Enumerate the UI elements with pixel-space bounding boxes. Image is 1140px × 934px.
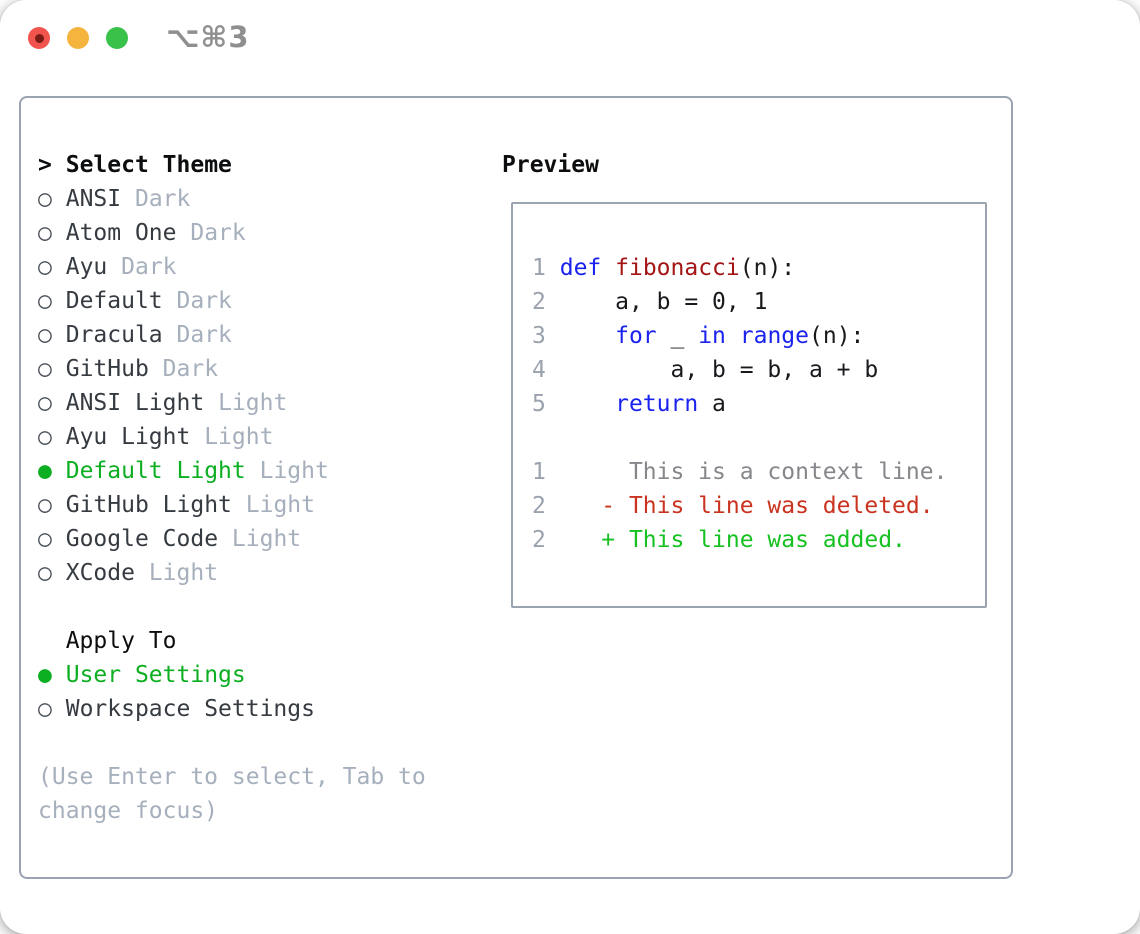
radio-unselected-icon: ○: [38, 526, 52, 552]
code-line: 3 for _ in range(n):: [532, 323, 865, 349]
diff-text: - This line was deleted.: [545, 493, 934, 519]
theme-variant: Dark: [176, 322, 232, 348]
theme-name: ANSI Light: [65, 390, 205, 416]
theme-variant: Light: [148, 560, 219, 586]
theme-name: Google Code: [65, 526, 219, 552]
apply-option-label: User Settings: [65, 662, 246, 688]
theme-name: XCode: [65, 560, 135, 586]
close-button[interactable]: [28, 27, 50, 49]
diff-line-del: 2 - This line was deleted.: [532, 489, 947, 523]
radio-unselected-icon: ○: [38, 288, 52, 314]
apply-option-label: Workspace Settings: [65, 696, 315, 722]
theme-option-dracula[interactable]: ○ Dracula Dark: [38, 318, 426, 352]
hint-line: (Use Enter to select, Tab to: [38, 764, 426, 790]
radio-unselected-icon: ○: [38, 186, 52, 212]
line-number: 1: [532, 255, 546, 281]
theme-name: Default: [65, 288, 163, 314]
theme-variant: Light: [245, 492, 315, 518]
apply-option-user-settings[interactable]: ● User Settings: [38, 658, 426, 692]
theme-name: GitHub: [65, 356, 149, 382]
theme-option-xcode[interactable]: ○ XCode Light: [38, 556, 426, 590]
radio-unselected-icon: ○: [38, 492, 52, 518]
theme-option-google-code[interactable]: ○ Google Code Light: [38, 522, 426, 556]
code-line: 2 a, b = 0, 1: [532, 289, 768, 315]
theme-name: GitHub Light: [65, 492, 232, 518]
theme-picker-panel: > Select Theme ○ ANSI Dark○ Atom One Dar…: [19, 96, 1013, 879]
radio-unselected-icon: ○: [38, 696, 52, 722]
code-line: 4 a, b = b, a + b: [532, 357, 879, 383]
apply-to-header-label: Apply To: [65, 628, 177, 654]
preview-title: Preview: [502, 152, 599, 178]
preview-box: 1 def fibonacci(n): 2 a, b = 0, 1 3 for _ …: [511, 202, 987, 608]
diff-line-add: 2 + This line was added.: [532, 523, 947, 557]
theme-variant: Dark: [162, 356, 219, 382]
line-number: 4: [532, 357, 546, 383]
select-theme-header-label: Select Theme: [65, 152, 232, 178]
theme-name: Default Light: [65, 458, 246, 484]
line-number: 1: [532, 459, 546, 485]
radio-unselected-icon: ○: [38, 424, 52, 450]
code-preview: 1 def fibonacci(n): 2 a, b = 0, 1 3 for _ …: [532, 251, 947, 557]
theme-variant: Light: [259, 458, 329, 484]
radio-unselected-icon: ○: [38, 322, 52, 348]
line-number: 2: [532, 493, 546, 519]
radio-unselected-icon: ○: [38, 254, 52, 280]
code-line: 1 def fibonacci(n):: [532, 255, 796, 281]
theme-variant: Dark: [176, 288, 232, 314]
line-number: 2: [532, 289, 546, 315]
theme-name: Ayu: [65, 254, 108, 280]
theme-name: ANSI: [65, 186, 122, 212]
radio-selected-icon: ●: [38, 662, 52, 688]
theme-variant: Light: [218, 390, 288, 416]
radio-unselected-icon: ○: [38, 390, 52, 416]
diff-text: + This line was added.: [545, 527, 906, 553]
focus-caret-icon: >: [38, 152, 52, 178]
apply-option-workspace-settings[interactable]: ○ Workspace Settings: [38, 692, 426, 726]
theme-variant: Dark: [121, 254, 177, 280]
theme-selector: > Select Theme ○ ANSI Dark○ Atom One Dar…: [38, 148, 426, 828]
apply-to-header: Apply To: [38, 624, 426, 658]
theme-option-atom-one[interactable]: ○ Atom One Dark: [38, 216, 426, 250]
theme-name: Ayu Light: [65, 424, 191, 450]
theme-name: Dracula: [65, 322, 163, 348]
theme-option-ayu[interactable]: ○ Ayu Dark: [38, 250, 426, 284]
radio-selected-icon: ●: [38, 458, 52, 484]
theme-option-default[interactable]: ○ Default Dark: [38, 284, 426, 318]
theme-variant: Light: [231, 526, 302, 552]
theme-variant: Dark: [190, 220, 246, 246]
hint-text: (Use Enter to select, Tab to change focus…: [38, 760, 426, 828]
theme-option-ansi[interactable]: ○ ANSI Dark: [38, 182, 426, 216]
close-button-dot: [34, 33, 44, 43]
theme-option-default-light[interactable]: ● Default Light Light: [38, 454, 426, 488]
minimize-button[interactable]: [67, 27, 89, 49]
spacer: [38, 590, 426, 624]
theme-option-github-light[interactable]: ○ GitHub Light Light: [38, 488, 426, 522]
line-number: 5: [532, 391, 546, 417]
zoom-button[interactable]: [106, 27, 128, 49]
window-shortcut-label: ⌥⌘3: [166, 20, 250, 54]
radio-unselected-icon: ○: [38, 356, 52, 382]
theme-option-github[interactable]: ○ GitHub Dark: [38, 352, 426, 386]
radio-unselected-icon: ○: [38, 560, 52, 586]
line-number: 2: [532, 527, 546, 553]
theme-variant: Light: [204, 424, 274, 450]
theme-name: Atom One: [65, 220, 177, 246]
theme-variant: Dark: [134, 186, 191, 212]
diff-text: This is a context line.: [545, 459, 948, 485]
radio-unselected-icon: ○: [38, 220, 52, 246]
theme-option-ayu-light[interactable]: ○ Ayu Light Light: [38, 420, 426, 454]
theme-option-ansi-light[interactable]: ○ ANSI Light Light: [38, 386, 426, 420]
hint-line: change focus): [38, 798, 219, 824]
spacer: [38, 726, 426, 760]
window-titlebar: ⌥⌘3: [0, 0, 1140, 76]
diff-line-ctx: 1 This is a context line.: [532, 455, 947, 489]
line-number: 3: [532, 323, 546, 349]
apply-to-list: ● User Settings○ Workspace Settings: [38, 658, 426, 726]
theme-list: ○ ANSI Dark○ Atom One Dark○ Ayu Dark○ De…: [38, 182, 426, 590]
select-theme-header: > Select Theme: [38, 148, 426, 182]
code-line: 5 return a: [532, 391, 726, 417]
blank-line: [532, 421, 947, 455]
